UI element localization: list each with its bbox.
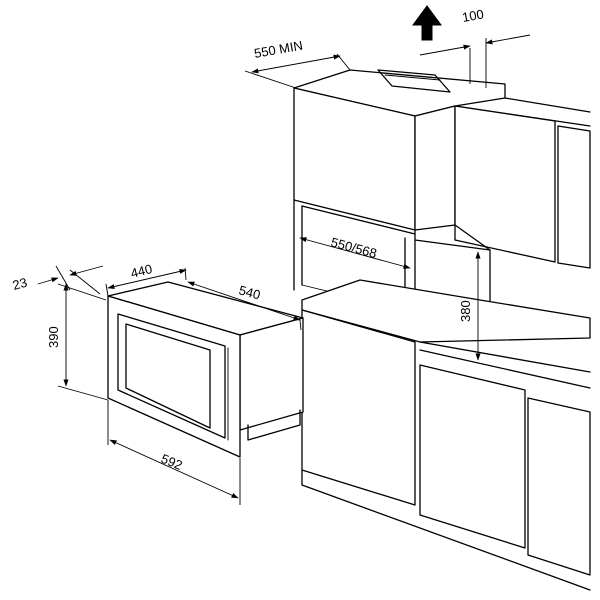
dim-label-frame-width: 592 — [159, 451, 185, 473]
microwave-mounting-bracket — [247, 409, 301, 441]
dim-label-niche-width: 550/568 — [329, 234, 378, 261]
wall-unit-top — [504, 97, 591, 113]
microwave-side — [239, 317, 304, 431]
microwave-front-frame — [107, 295, 241, 458]
dim-label-appliance-width-inner: 440 — [129, 261, 154, 281]
tall-cabinet-side — [414, 105, 456, 231]
dim-label-appliance-height: 390 — [46, 326, 61, 348]
kitchen-cabinets — [293, 69, 591, 591]
dimension-lines — [37, 34, 531, 505]
dim-label-cabinet-depth: 550 MIN — [253, 38, 304, 61]
microwave-door-frame — [117, 313, 226, 439]
dim-label-niche-height: 380 — [458, 300, 473, 322]
base-cabinet-door-3 — [527, 397, 591, 576]
wall-unit-door-2 — [557, 125, 591, 269]
vent-opening — [377, 69, 451, 93]
base-cabinet-door-1 — [301, 309, 416, 506]
base-cabinet-door-2 — [419, 364, 526, 549]
dim-label-clearance-top: 100 — [461, 6, 485, 25]
microwave-door-window — [125, 323, 211, 429]
dim-label-frame-thickness: 23 — [11, 275, 29, 293]
built-in-microwave — [107, 281, 304, 458]
dim-label-appliance-depth: 540 — [237, 282, 262, 302]
up-arrow-icon — [412, 5, 442, 41]
niche-back — [301, 205, 416, 235]
wall-unit-door-1 — [454, 105, 556, 263]
plinth — [301, 469, 591, 591]
